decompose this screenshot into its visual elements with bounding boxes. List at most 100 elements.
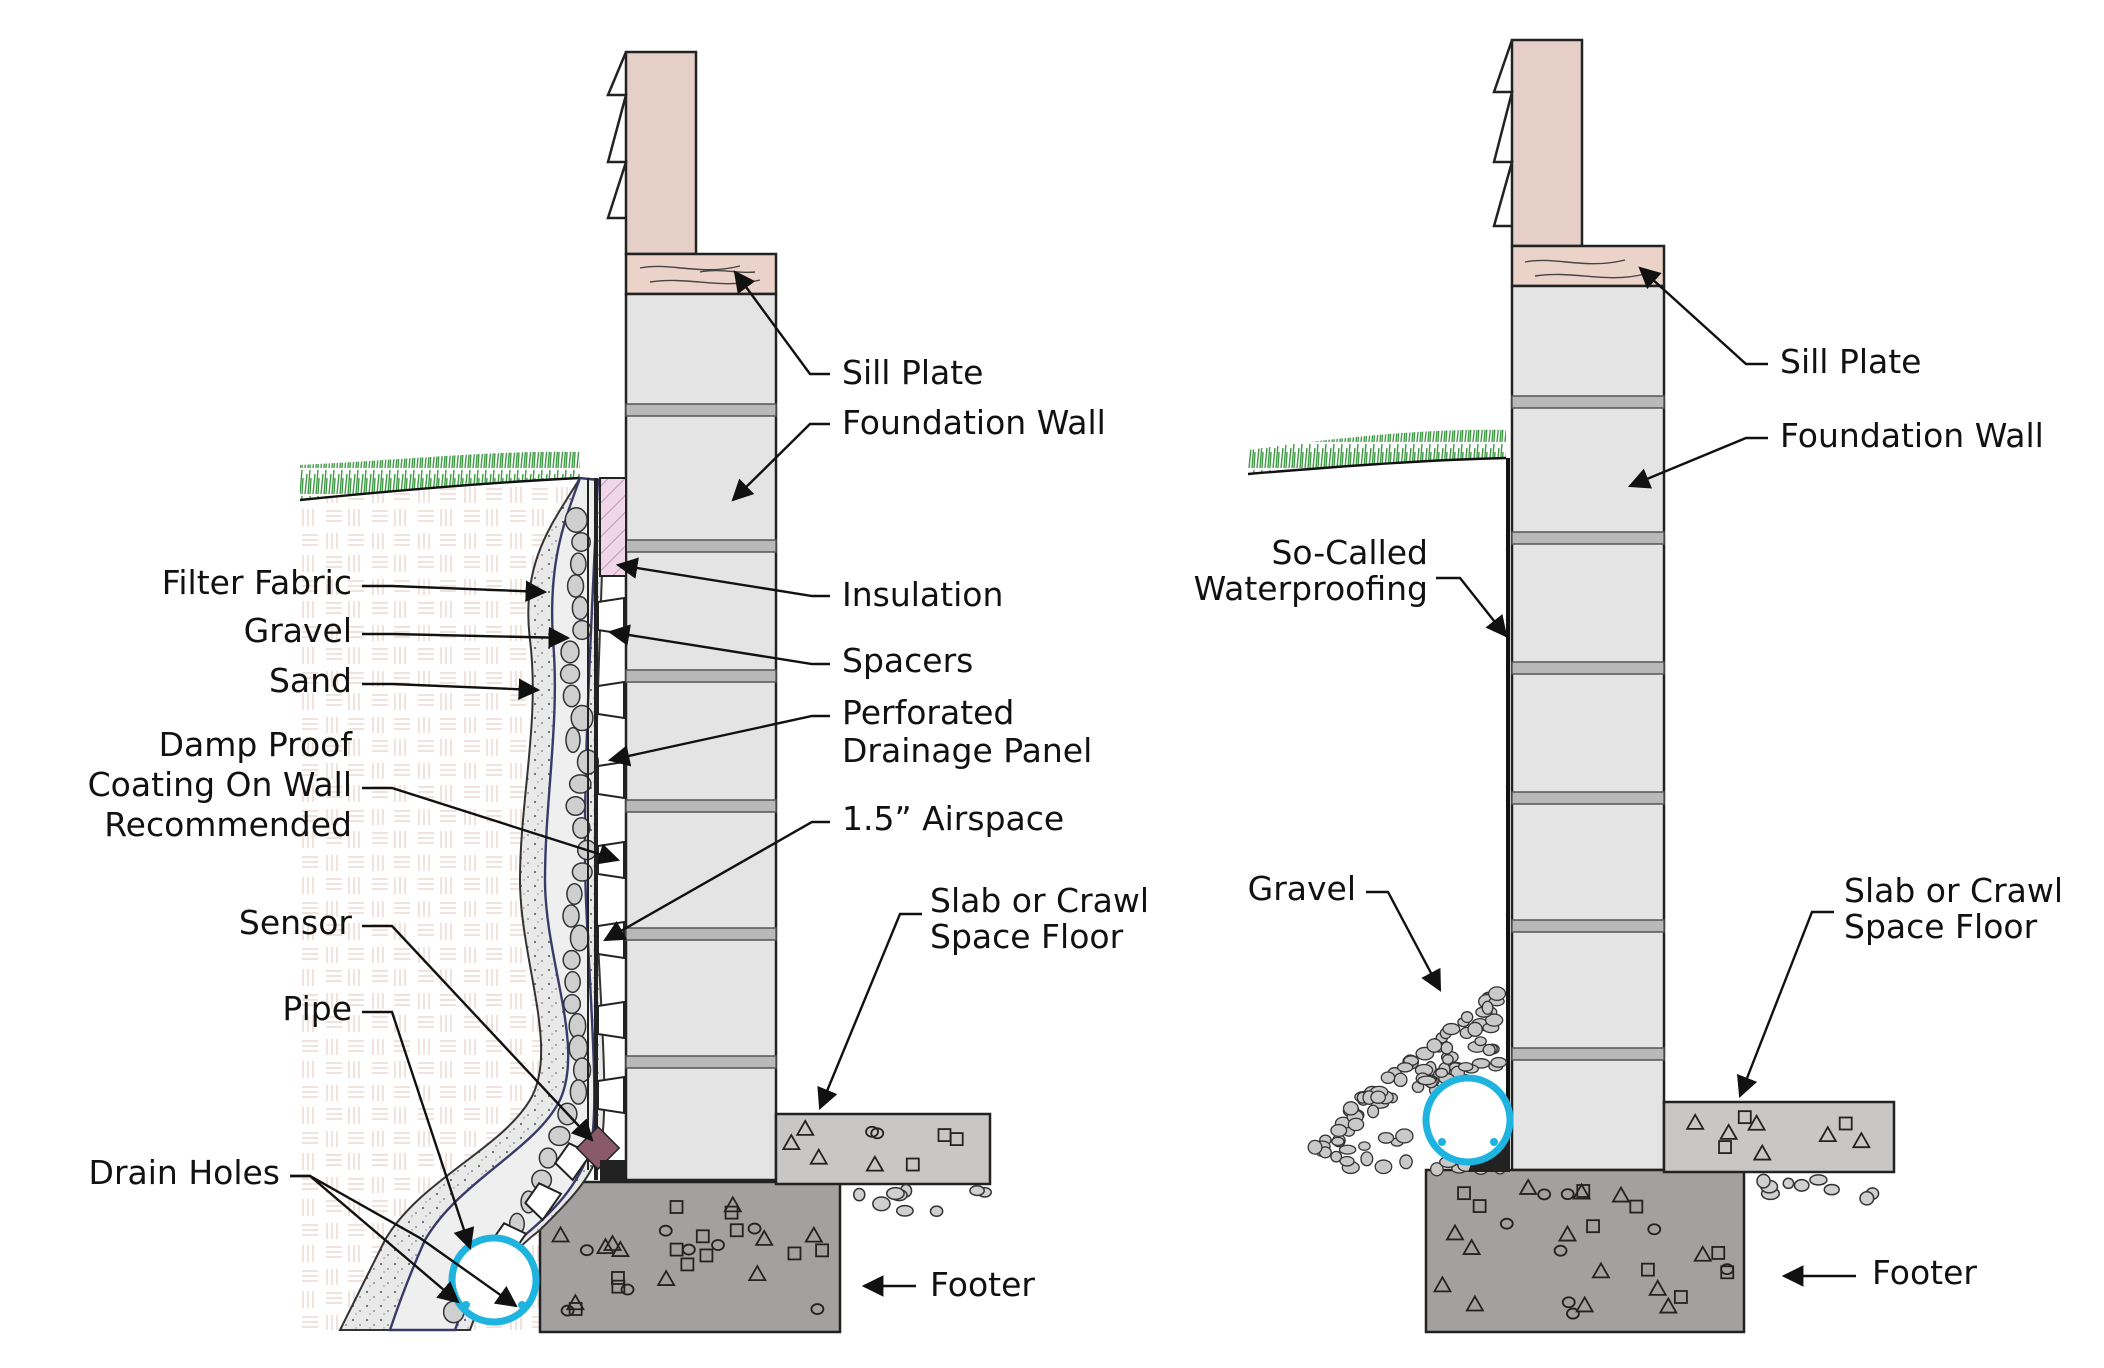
aggregate-square — [1711, 1246, 1726, 1260]
aggregate-triangle — [781, 1133, 801, 1151]
sill-plate — [1510, 244, 1666, 288]
pebble — [929, 1205, 944, 1218]
gravel-stone — [1399, 1154, 1413, 1170]
gravel-stone — [1442, 1022, 1461, 1036]
gravel-stone — [1484, 1013, 1504, 1027]
aggregate-triangle — [656, 1269, 676, 1286]
gravel-stone — [570, 704, 594, 732]
aggregate-triangle — [1462, 1238, 1482, 1255]
aggregate-triangle — [551, 1225, 571, 1243]
gravel-stone — [1330, 1150, 1343, 1163]
pebbles — [852, 1183, 993, 1218]
gravel-stone — [568, 774, 592, 794]
gravel-stone — [565, 726, 581, 754]
aggregate-triangle — [1693, 1244, 1713, 1262]
spacer — [523, 1182, 563, 1222]
gravel-stone — [1429, 1162, 1444, 1177]
mortar-joint — [625, 1055, 777, 1069]
label-recommended: Recommended — [104, 805, 352, 844]
gravel-stone — [1330, 1123, 1348, 1138]
aggregate-triangle — [1557, 1224, 1578, 1242]
footer — [1424, 1168, 1746, 1334]
aggregate-square — [695, 1229, 710, 1244]
aggregate-triangle — [865, 1154, 885, 1172]
pebble — [1756, 1173, 1771, 1189]
aggregate-stone — [560, 1304, 575, 1317]
gravel-stone — [1426, 1038, 1443, 1053]
gravel-stone — [568, 1012, 587, 1040]
aggregate-square — [729, 1223, 744, 1238]
aggregate-stone — [658, 1224, 673, 1237]
gravel-stone — [562, 993, 582, 1015]
label-footer: Footer — [1872, 1253, 1977, 1292]
label-gravel: Gravel — [1248, 869, 1356, 908]
gravel-stone — [1347, 1117, 1365, 1132]
gravel-stone — [1395, 1128, 1414, 1144]
gravel-stone — [1417, 1075, 1437, 1086]
aggregate-square — [1720, 1265, 1735, 1280]
gravel-stone — [569, 1079, 588, 1105]
label-damp-proof: Damp Proof — [159, 725, 354, 764]
gravel-stone — [1366, 1104, 1380, 1119]
gravel-stone — [1396, 1062, 1414, 1073]
aggregate-triangle — [1611, 1185, 1631, 1203]
mortar-joint — [1511, 395, 1665, 409]
label-foundation-wall: Foundation Wall — [1780, 416, 2044, 455]
leader-lines — [290, 270, 922, 1308]
aggregate-stone — [1499, 1217, 1514, 1230]
spacer — [597, 840, 625, 880]
gravel-stone — [1358, 1141, 1371, 1151]
gravel-stone — [569, 552, 587, 576]
gravel-stone — [538, 1147, 558, 1169]
label-gravel: Gravel — [244, 611, 352, 650]
gravel-stone — [1380, 1071, 1396, 1085]
siding-profile — [606, 51, 628, 220]
drain-hole — [518, 1301, 526, 1309]
gravel-stone — [1482, 1043, 1496, 1057]
pebbles — [1756, 1173, 1880, 1206]
aggregate-square — [1674, 1290, 1688, 1304]
aggregate-stone — [810, 1303, 825, 1315]
label-so-called: So-Called — [1271, 533, 1428, 572]
siding — [1510, 38, 1584, 248]
spacer — [597, 1075, 625, 1115]
aggregate-square — [1718, 1140, 1732, 1154]
sill-plate — [624, 252, 778, 296]
aggregate-triangle — [723, 1195, 743, 1213]
aggregate-triangle — [1719, 1123, 1739, 1140]
aggregate-triangle — [1851, 1131, 1871, 1149]
label-foundation-wall: Foundation Wall — [842, 403, 1106, 442]
footer-aggregate — [1432, 1178, 1735, 1320]
gravel-stone — [1441, 1054, 1454, 1065]
mortar-joint — [625, 539, 777, 553]
gravel-stone — [562, 904, 580, 928]
label-airspace: 1.5” Airspace — [842, 799, 1064, 838]
label-crawl-space-floor: Space Floor — [1844, 907, 2038, 946]
gravel-stone — [1490, 1056, 1508, 1068]
drain-hole — [462, 1301, 470, 1309]
slab — [774, 1112, 992, 1186]
mortar-joint — [1511, 919, 1665, 933]
aggregate-stone — [1560, 1188, 1575, 1201]
aggregate-stone — [579, 1244, 594, 1257]
label-perforated: Perforated — [842, 693, 1014, 732]
aggregate-stone — [1553, 1244, 1568, 1257]
slab-aggregate — [1685, 1110, 1871, 1161]
gravel-stone — [1435, 1067, 1449, 1078]
label-pipe: Pipe — [282, 989, 352, 1028]
aggregate-triangle — [795, 1119, 815, 1136]
gravel-stone — [1331, 1136, 1345, 1147]
foundation-wall — [624, 292, 778, 1182]
aggregate-triangle — [1648, 1279, 1668, 1296]
mortar-joint — [1511, 1047, 1665, 1061]
gravel-stone — [571, 532, 591, 552]
pebble — [852, 1187, 866, 1202]
aggregate-square — [1472, 1199, 1487, 1213]
siding — [624, 50, 698, 256]
spacer — [597, 596, 625, 636]
slab-aggregate — [781, 1119, 964, 1172]
gravel-stone — [566, 574, 585, 598]
aggregate-triangle — [809, 1147, 829, 1165]
drain-hole — [1490, 1138, 1498, 1146]
